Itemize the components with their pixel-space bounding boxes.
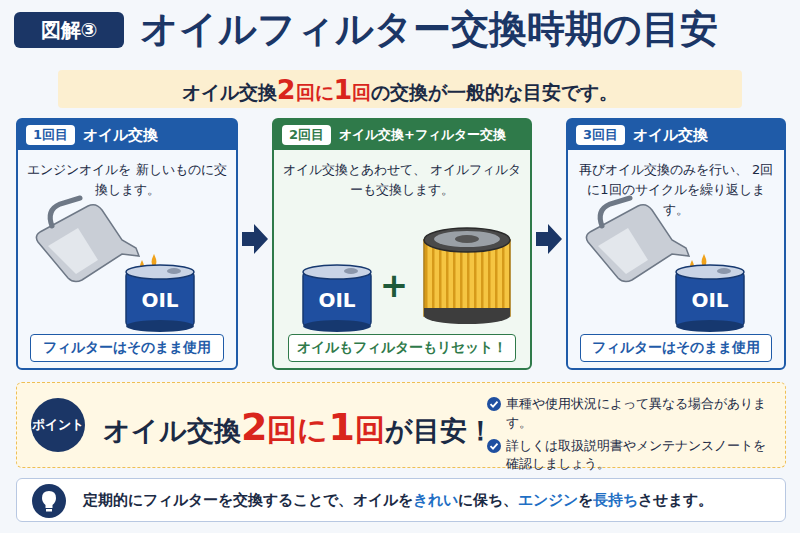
can-label: OIL: [141, 288, 178, 312]
summary-part: 回: [352, 80, 371, 106]
flow-arrow: [536, 224, 562, 254]
status-badge: オイルもフィルターもリセット！: [288, 334, 516, 362]
status-badge: フィルターはそのまま使用: [580, 334, 772, 362]
note-part: を: [578, 491, 593, 510]
can-label: OIL: [318, 288, 355, 312]
point-notes: 車種や使用状況によって異なる場合があります。詳しくは取扱説明書やメンテナンスノー…: [487, 395, 777, 478]
note-part: きれい: [413, 491, 458, 510]
badge-text: フィルターはそのまま使用: [592, 339, 760, 357]
note-text: 車種や使用状況によって異なる場合があります。: [506, 395, 777, 433]
step-description: エンジンオイルを 新しいものに交換します。: [26, 160, 228, 200]
step-title: オイル交換: [633, 126, 708, 145]
check-icon: [487, 397, 501, 411]
step-number: 1回目: [26, 125, 75, 145]
note-row: 車種や使用状況によって異なる場合があります。: [487, 395, 777, 433]
step-description: オイル交換とあわせて、 オイルフィルターも交換します。: [282, 160, 522, 200]
headline-part: が目安！: [385, 413, 494, 449]
step-card: 3回目オイル交換再びオイル交換のみを行い、 2回に1回のサイクルを繰り返します。…: [566, 118, 786, 370]
flow-arrow: [242, 224, 268, 254]
step-description: 再びオイル交換のみを行い、 2回に1回のサイクルを繰り返します。: [576, 160, 776, 220]
diagram-title: オイルフィルター交換時期の目安: [140, 6, 718, 52]
summary-part: 回に: [296, 80, 334, 106]
figure-tag: 図解③: [14, 12, 124, 48]
step-number: 2回目: [282, 125, 331, 145]
headline-part: 2: [241, 405, 267, 449]
point-circle: ポイント: [31, 398, 85, 452]
status-badge: フィルターはそのまま使用: [30, 334, 224, 362]
headline-part: 回に: [267, 410, 328, 451]
note-part: 長持ち: [593, 491, 638, 510]
note-part: 定期的にフィルターを交換することで、オイルを: [83, 491, 413, 510]
note-part: に保ち、: [458, 491, 518, 510]
can-label: OIL: [691, 288, 728, 312]
summary-part: 1: [334, 74, 353, 105]
note-band: 定期的にフィルターを交換することで、オイルをきれいに保ち、エンジンを長持ちさせま…: [16, 478, 786, 522]
summary-part: の交換が一般的な目安です。: [371, 80, 618, 106]
card-header: 2回目オイル交換+フィルター交換: [274, 120, 530, 150]
circle-text: ポイント: [32, 416, 84, 434]
note-text: 詳しくは取扱説明書やメンテナンスノートを 確認しましょう。: [506, 437, 777, 475]
headline-part: 1: [328, 405, 354, 449]
step-title: オイル交換: [83, 126, 158, 145]
tag-text: 図解③: [41, 17, 98, 44]
badge-text: オイルもフィルターもリセット！: [297, 339, 507, 357]
summary-part: オイル交換: [182, 80, 277, 106]
headline-part: オイル交換: [103, 413, 241, 449]
step-title: オイル交換+フィルター交換: [339, 126, 506, 144]
bulb-icon: [31, 483, 67, 519]
card-header: 3回目オイル交換: [568, 120, 784, 150]
plus-sign: +: [380, 265, 409, 305]
step-card: 2回目オイル交換+フィルター交換オイル交換とあわせて、 オイルフィルターも交換し…: [272, 118, 532, 370]
point-band: オイル交換2回に1回が目安！車種や使用状況によって異なる場合があります。詳しくは…: [16, 382, 786, 468]
note-part: エンジン: [518, 491, 578, 510]
step-number: 3回目: [576, 125, 625, 145]
point-headline: オイル交換2回に1回が目安！: [103, 405, 494, 451]
note-part: させます。: [638, 491, 713, 510]
note-row: 詳しくは取扱説明書やメンテナンスノートを 確認しましょう。: [487, 437, 777, 475]
step-card: 1回目オイル交換エンジンオイルを 新しいものに交換します。フィルターはそのまま使…: [16, 118, 238, 370]
summary-part: 2: [277, 74, 296, 105]
badge-text: フィルターはそのまま使用: [43, 339, 211, 357]
summary-band: オイル交換2回に1回の交換が一般的な目安です。: [58, 70, 742, 108]
card-header: 1回目オイル交換: [18, 120, 236, 150]
headline-part: 回: [355, 410, 385, 451]
